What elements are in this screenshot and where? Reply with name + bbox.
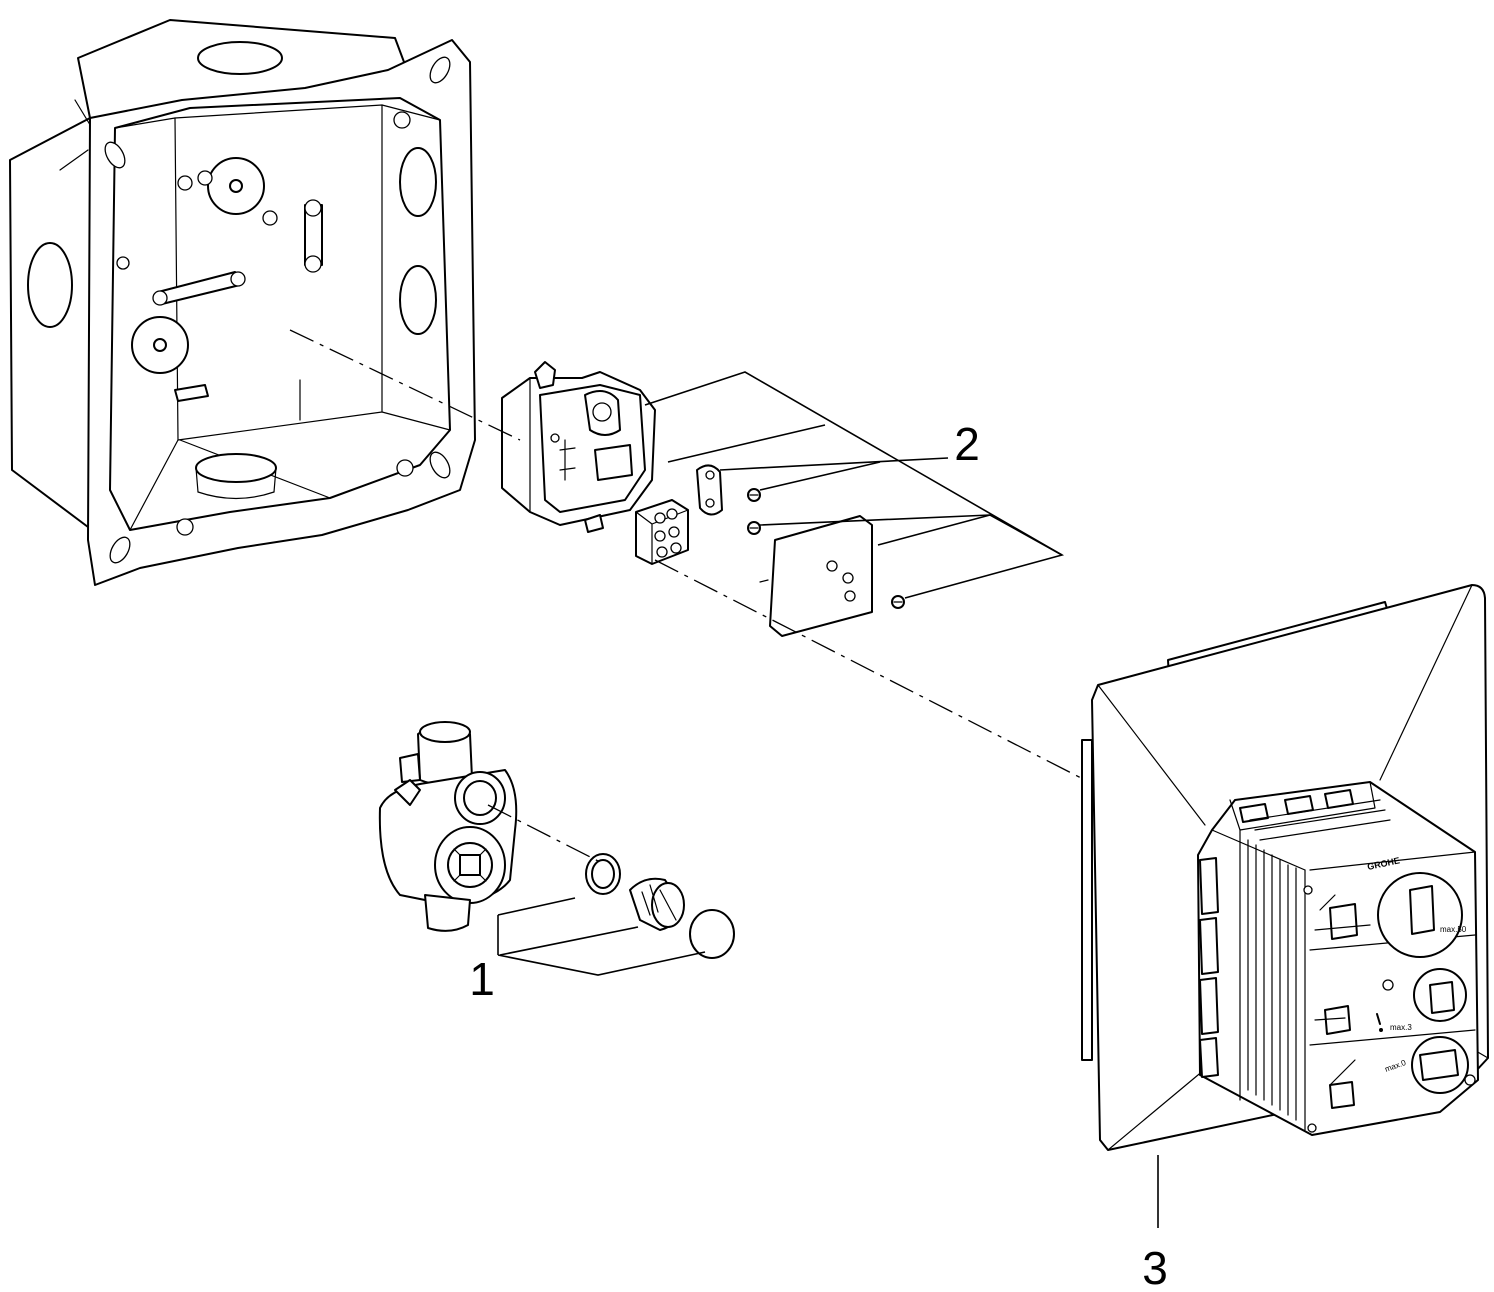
- installation-box-icon: [9, 19, 476, 586]
- max-3-label: max.3: [1390, 1023, 1412, 1032]
- o-ring-icon: [689, 909, 735, 959]
- cartridge-icon: [629, 877, 685, 931]
- callout-1: 1: [469, 953, 495, 1005]
- cable-clamp-icon: [696, 464, 723, 516]
- valve-body-icon: [378, 721, 518, 932]
- terminal-block-icon: [635, 499, 689, 565]
- cover-plate-icon: [759, 515, 873, 637]
- electronics-module-icon: [501, 361, 656, 533]
- max-50-label: max.50: [1440, 925, 1467, 934]
- mounting-template-icon: GROHE max.50 max.3 max.0: [1197, 781, 1479, 1136]
- seal-ring-icon: [585, 853, 621, 895]
- callout-2: 2: [954, 418, 980, 470]
- assembly-axes: [289, 329, 1086, 863]
- leader-lines: [497, 371, 1159, 1228]
- callout-3: 3: [1142, 1242, 1168, 1292]
- screw-icon: [747, 488, 905, 609]
